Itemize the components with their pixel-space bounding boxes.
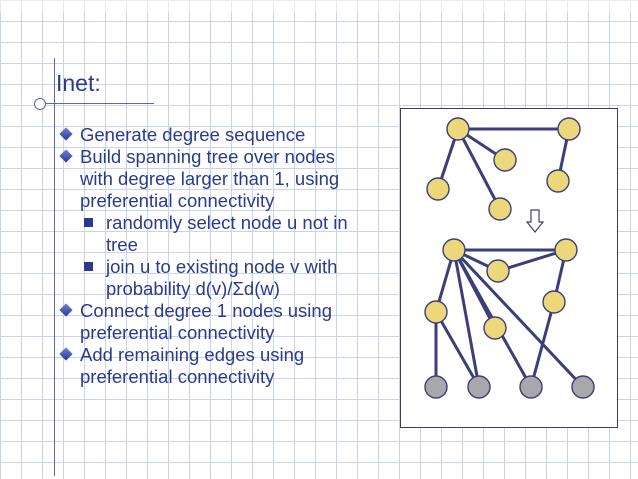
bottom-graph-nodes — [424, 238, 595, 399]
square-bullet-icon — [84, 218, 93, 227]
bullet-line: preferential connectivity — [80, 322, 275, 343]
square-bullet-icon — [84, 262, 93, 271]
graph-node — [424, 300, 448, 324]
top-tree-nodes — [426, 117, 581, 221]
bullet-item: Generate degree sequence — [59, 124, 390, 146]
diamond-bullet-icon — [59, 149, 73, 163]
edge — [452, 248, 585, 389]
bullet-line: Add remaining edges using — [80, 344, 305, 365]
network-diagram — [400, 108, 618, 428]
edge — [529, 301, 556, 388]
sub-bullet-line: join u to existing node v with — [106, 256, 338, 277]
sub-bullet-item: join u to existing node v with probabili… — [60, 256, 390, 300]
title-rule — [36, 103, 154, 104]
bullet-text: Generate degree sequence — [80, 124, 306, 145]
diamond-bullet-icon — [59, 347, 73, 361]
graph-node — [554, 238, 578, 262]
graph-node — [493, 148, 517, 172]
graph-node — [483, 316, 507, 340]
edge — [452, 249, 481, 388]
graph-node-gray — [519, 375, 543, 399]
graph-node — [446, 117, 470, 141]
bullet-item: Add remaining edges using preferential c… — [59, 344, 390, 388]
bullet-item: Build spanning tree over nodes with degr… — [59, 146, 390, 212]
graph-node — [557, 117, 581, 141]
top-bar — [0, 0, 638, 12]
diamond-bullet-icon — [59, 127, 73, 141]
graph-node-gray — [424, 375, 448, 399]
bullet-line: with degree larger than 1, using — [80, 168, 340, 189]
bullet-line: Connect degree 1 nodes using — [80, 300, 332, 321]
sub-bullet-line: tree — [106, 234, 138, 255]
sub-bullet-line: probability d(v)/Σd(w) — [106, 278, 280, 299]
graph-node — [426, 177, 450, 201]
graph-node — [546, 169, 570, 193]
down-arrow-icon — [525, 209, 545, 233]
bullet-line: preferential connectivity — [80, 366, 275, 387]
graph-node-gray — [467, 375, 491, 399]
bullet-item: Connect degree 1 nodes using preferentia… — [59, 300, 390, 344]
graph-node — [542, 290, 566, 314]
slide-title: Inet: — [56, 70, 101, 96]
edge — [456, 128, 502, 210]
network-svg — [424, 117, 595, 399]
bullet-line: Build spanning tree over nodes — [80, 146, 336, 167]
corner-circle-icon — [34, 98, 46, 110]
graph-node — [488, 197, 512, 221]
margin-rule — [54, 58, 55, 476]
bullet-line: preferential connectivity — [80, 190, 275, 211]
edge — [434, 311, 481, 388]
bullet-list: Generate degree sequence Build spanning … — [59, 124, 390, 388]
diamond-bullet-icon — [59, 303, 73, 317]
sub-bullet-line: randomly select node u not in — [106, 212, 348, 233]
graph-node-gray — [571, 375, 595, 399]
graph-node — [442, 238, 466, 262]
edge — [497, 248, 567, 273]
sub-bullet-item: randomly select node u not in tree — [60, 212, 390, 256]
graph-node — [486, 259, 510, 283]
bottom-graph-edges — [434, 248, 585, 389]
